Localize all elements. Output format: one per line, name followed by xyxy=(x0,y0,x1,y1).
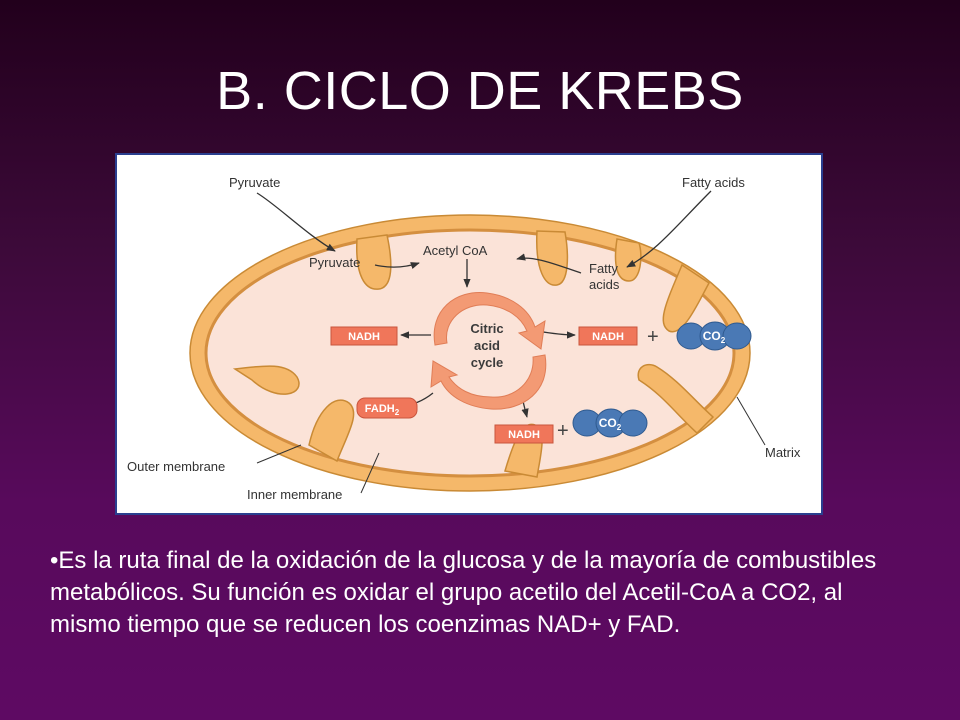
co2-molecule-right: CO2 xyxy=(676,321,752,351)
co2-molecule-bottom: CO2 xyxy=(572,408,648,438)
slide-title: B. CICLO DE KREBS xyxy=(216,61,744,121)
nadh-bottom-box: NADH xyxy=(494,424,554,444)
fatty-acids-outside-label: Fatty acids xyxy=(682,175,745,190)
cycle-label-1: Citric xyxy=(470,321,503,336)
co2-right-label: CO2 xyxy=(703,329,726,345)
nadh-right-label: NADH xyxy=(592,331,624,343)
cycle-label-2: acid xyxy=(474,338,500,353)
fatty-acids-inside-label-2: acids xyxy=(589,277,620,292)
acetyl-coa-label: Acetyl CoA xyxy=(423,243,488,258)
nadh-right-box: NADH xyxy=(578,326,638,346)
citric-acid-cycle-arrows xyxy=(430,292,547,410)
cycle-label-3: cycle xyxy=(471,355,504,370)
fadh2-box: FADH2 xyxy=(356,397,418,419)
leader-lines xyxy=(256,396,766,494)
plus-sign-right: + xyxy=(647,326,659,348)
inner-membrane-label: Inner membrane xyxy=(247,487,342,502)
outer-membrane-label: Outer membrane xyxy=(127,459,225,474)
fadh2-label: FADH2 xyxy=(365,403,400,417)
mitochondrion-diagram: Pyruvate Fatty acids Pyruvate Acetyl CoA… xyxy=(127,175,801,502)
nadh-left-label: NADH xyxy=(348,331,380,343)
matrix-label: Matrix xyxy=(765,445,801,460)
co2-bottom-label: CO2 xyxy=(599,416,622,432)
pyruvate-outside-label: Pyruvate xyxy=(229,175,280,190)
body-paragraph: •Es la ruta final de la oxidación de la … xyxy=(50,547,877,638)
mitochondrion-figure: Pyruvate Fatty acids Pyruvate Acetyl CoA… xyxy=(115,153,823,515)
inner-membrane-shape xyxy=(204,228,736,478)
nadh-bottom-label: NADH xyxy=(508,429,540,441)
pyruvate-inside-label: Pyruvate xyxy=(309,255,360,270)
fatty-acids-inside-label-1: Fatty xyxy=(589,261,618,276)
plus-sign-bottom: + xyxy=(557,420,569,442)
nadh-left-box: NADH xyxy=(330,326,398,346)
